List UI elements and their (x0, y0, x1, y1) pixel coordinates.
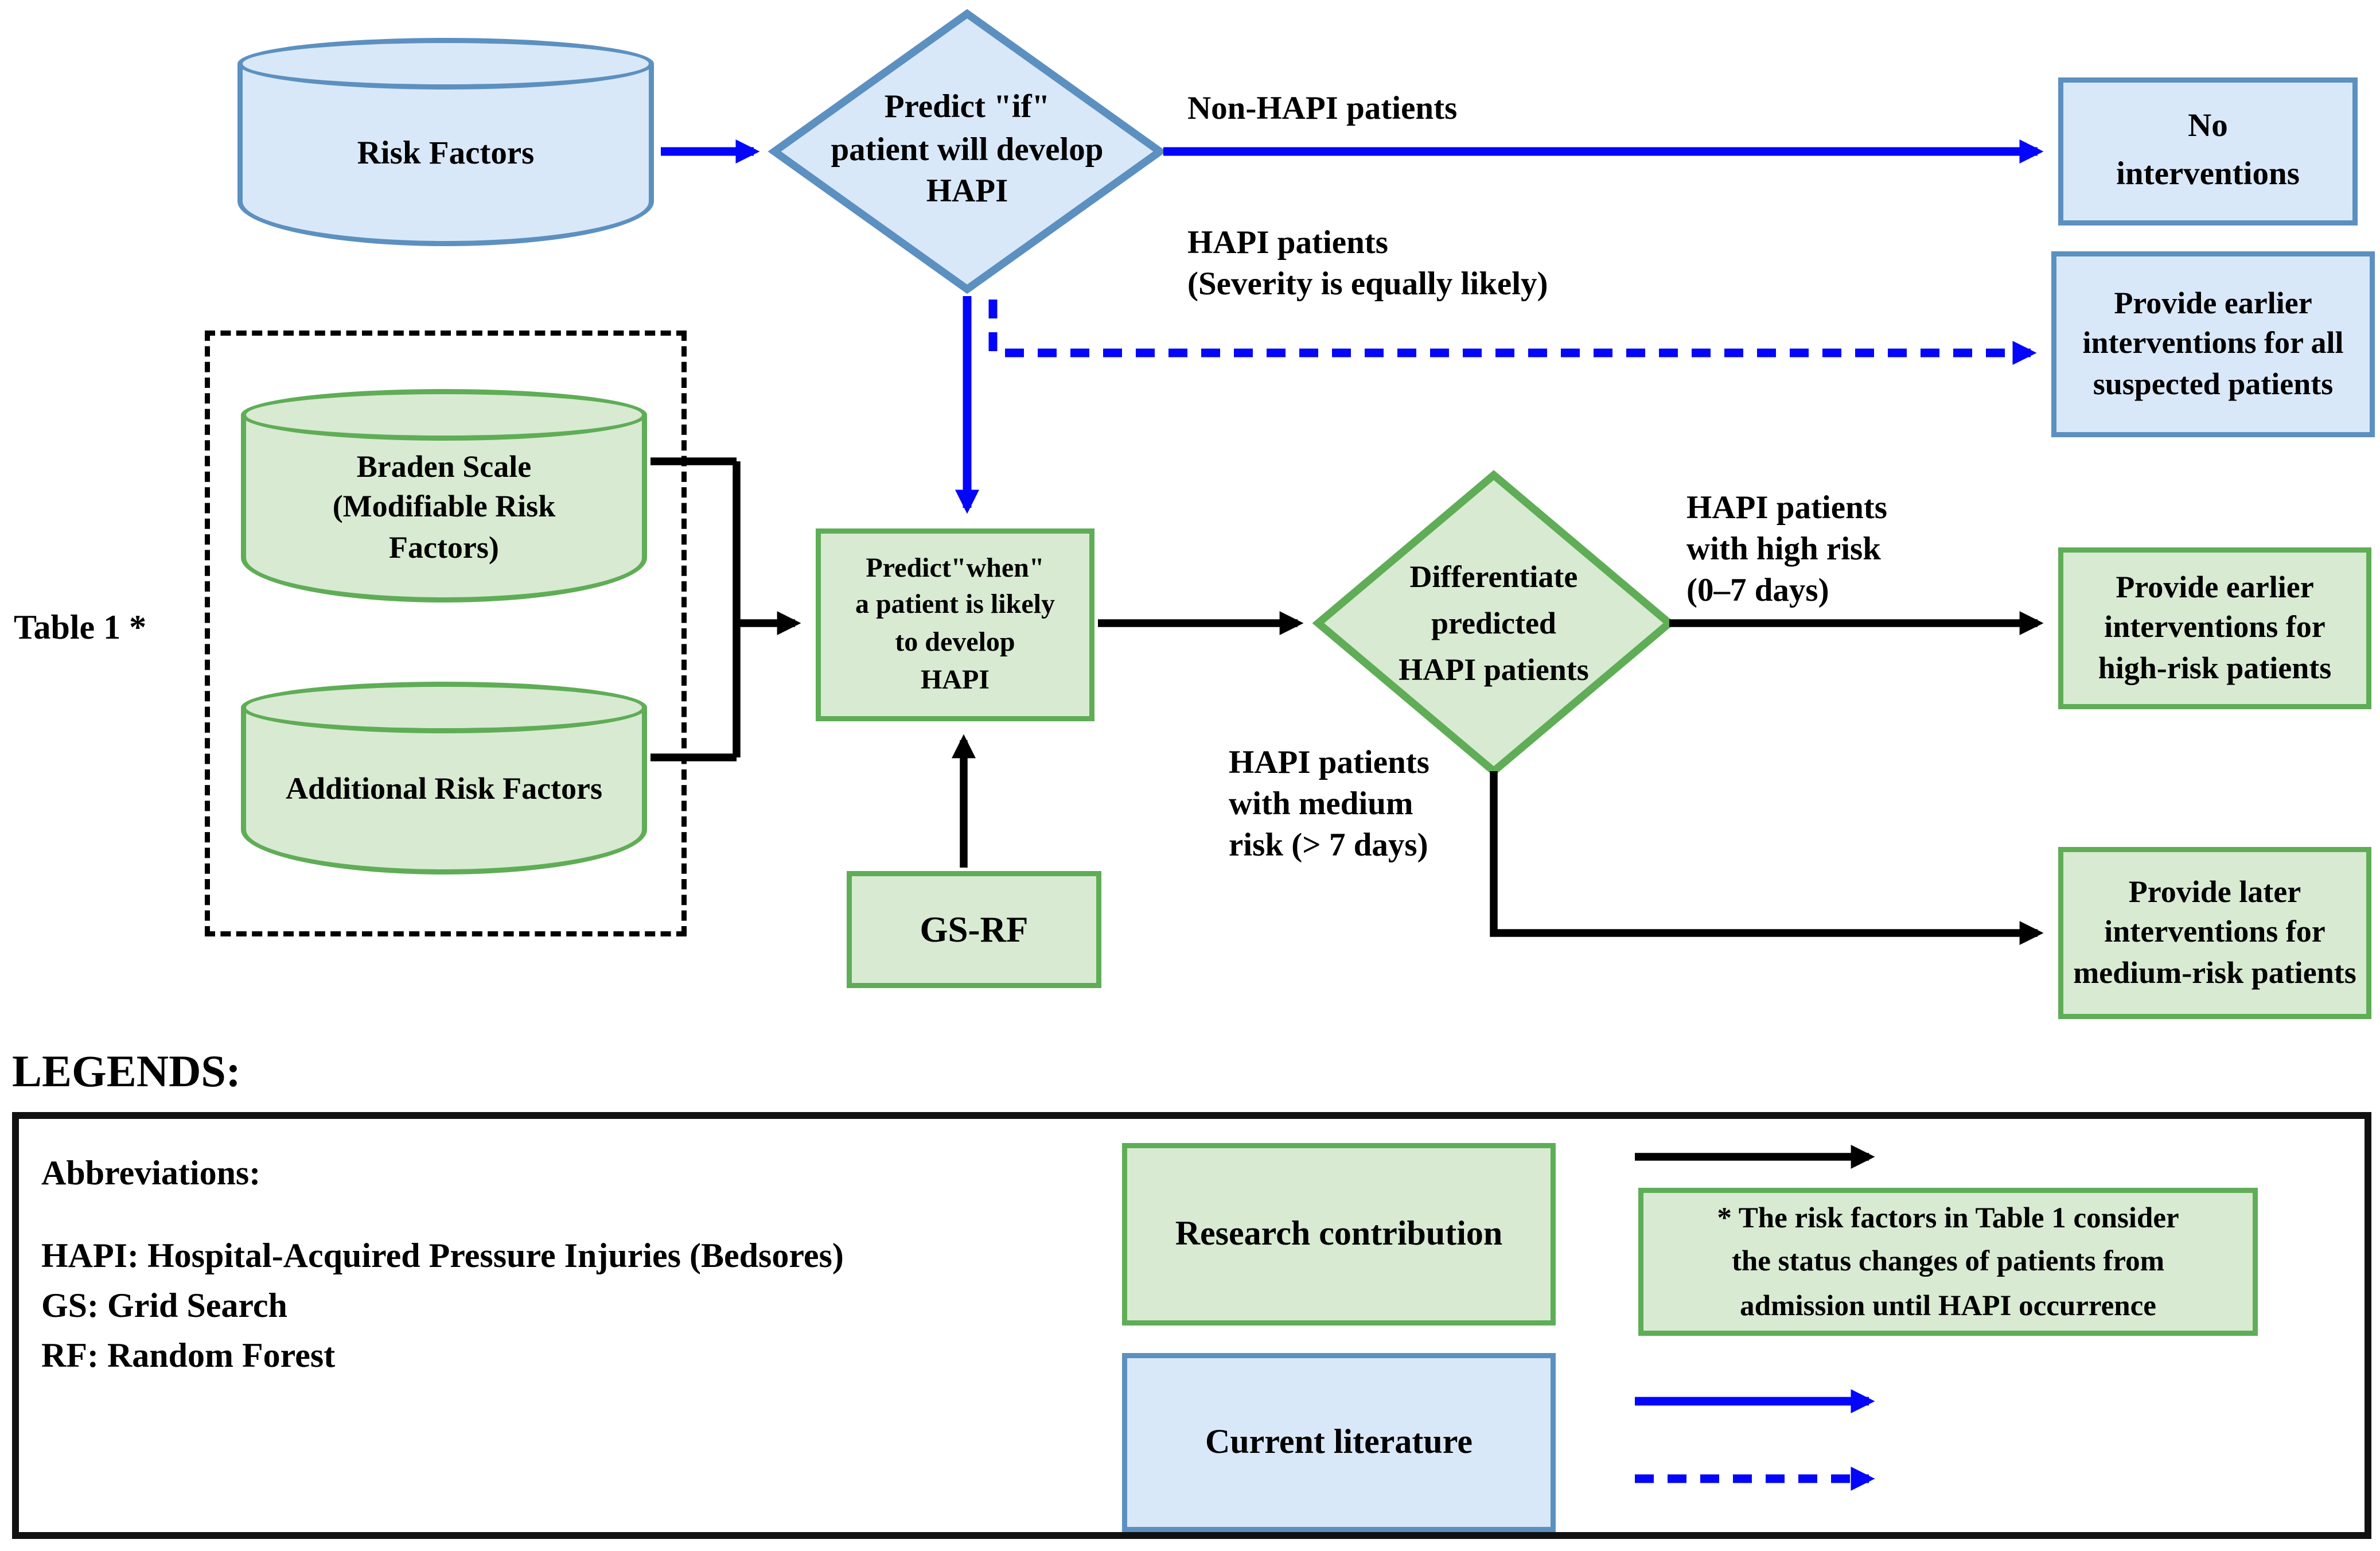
decision-differentiate-label: Differentiate predicted HAPI patients (1399, 558, 1589, 686)
additional-risk-factors-label: Additional Risk Factors (285, 771, 603, 806)
high-risk-label: HAPI patients with high risk (0–7 days) (1686, 491, 1887, 609)
arrow-differentiate-to-mediumrisk (1490, 771, 2044, 945)
predict-when-label: Predict"when" a patient is likely to dev… (855, 554, 1055, 695)
legend-frame (12, 1112, 2371, 1539)
later-interventions-mediumrisk-label: Provide later interventions for medium-r… (2073, 874, 2356, 990)
earlier-interventions-suspected-label: Provide earlier interventions for all su… (2082, 285, 2344, 401)
abbreviations-title: Abbreviations: (41, 1155, 261, 1193)
risk-factors-cylinder: Risk Factors (237, 38, 654, 246)
table1-label: Table 1 * (14, 609, 147, 647)
legend-research-contribution-label: Research contribution (1175, 1214, 1503, 1253)
medium-risk-label: HAPI patients with medium risk (> 7 days… (1229, 745, 1429, 864)
earlier-interventions-highrisk-box: Provide earlier interventions for high-r… (2058, 547, 2371, 709)
legends-title: LEGENDS: (12, 1047, 241, 1097)
legend-research-contribution-box: Research contribution (1122, 1143, 1556, 1325)
non-hapi-patients-label: Non-HAPI patients (1187, 91, 1458, 127)
cylinder-top (241, 682, 647, 733)
hapi-severity-label: HAPI patients (Severity is equally likel… (1187, 226, 1548, 303)
legend-table1-note-box: * The risk factors in Table 1 consider t… (1638, 1188, 2258, 1336)
additional-risk-factors-cylinder: Additional Risk Factors (241, 682, 647, 874)
cylinder-body (241, 415, 647, 602)
cylinder-body (241, 708, 647, 874)
gs-rf-box: GS-RF (847, 871, 1101, 988)
legend-table1-note-text: * The risk factors in Table 1 consider t… (1717, 1201, 2179, 1322)
decision-predict-if-label: Predict "if" patient will develop HAPI (831, 89, 1104, 211)
arrow-dashed-hapi-to-suspected (988, 300, 2037, 365)
abbreviation-rf: RF: Random Forest (41, 1338, 336, 1375)
risk-factors-label: Risk Factors (357, 135, 535, 172)
abbreviation-hapi: HAPI: Hospital-Acquired Pressure Injurie… (41, 1238, 844, 1276)
cylinder-top (241, 389, 647, 441)
earlier-interventions-suspected-box: Provide earlier interventions for all su… (2051, 251, 2375, 437)
abbreviation-gs: GS: Grid Search (41, 1288, 287, 1325)
gs-rf-label: GS-RF (920, 908, 1029, 950)
predict-when-box: Predict"when" a patient is likely to dev… (816, 528, 1094, 721)
cylinder-body (237, 64, 654, 246)
no-interventions-box: No interventions (2058, 77, 2358, 226)
later-interventions-mediumrisk-box: Provide later interventions for medium-r… (2058, 847, 2371, 1019)
legend-current-literature-box: Current literature (1122, 1353, 1556, 1532)
no-interventions-label: No interventions (2116, 109, 2300, 193)
legend-current-literature-label: Current literature (1205, 1422, 1473, 1461)
cylinder-top (237, 38, 654, 90)
braden-scale-cylinder: Braden Scale (Modifiable Risk Factors) (241, 389, 647, 602)
braden-scale-label: Braden Scale (Modifiable Risk Factors) (332, 449, 556, 565)
earlier-interventions-highrisk-label: Provide earlier interventions for high-r… (2098, 569, 2332, 685)
